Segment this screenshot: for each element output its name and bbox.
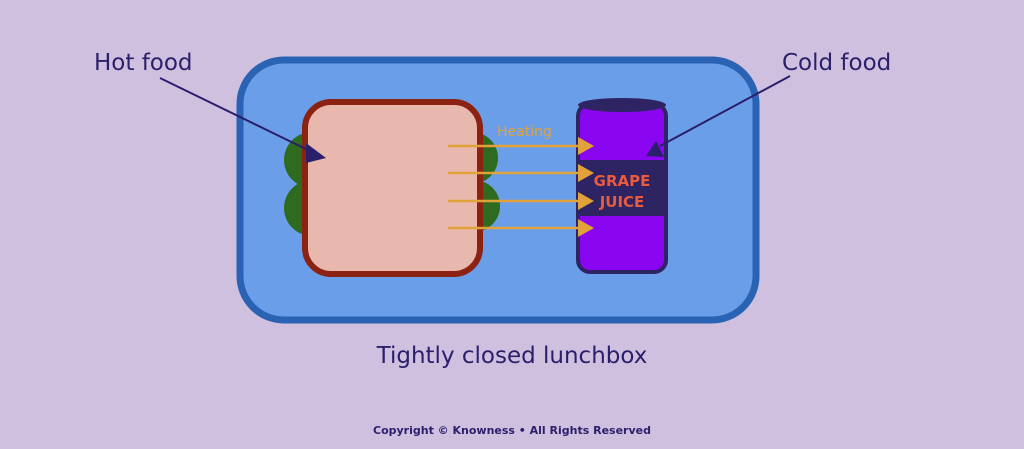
cold-food-pointer: [646, 75, 791, 157]
hot-food-pointer: [159, 77, 326, 163]
hot-food-label: Hot food: [94, 50, 193, 76]
sandwich: [302, 99, 483, 277]
juice-can: GRAPE JUICE: [576, 98, 668, 274]
can-label-band: [578, 160, 666, 216]
copyright-footer: Copyright © Knowness • All Rights Reserv…: [373, 424, 651, 437]
heating-label: Heating: [497, 124, 552, 140]
can-text-grape: GRAPE: [594, 172, 651, 190]
can-text-juice: JUICE: [599, 193, 645, 211]
heat-arrows: [448, 137, 594, 237]
lunchbox-caption: Tightly closed lunchbox: [376, 343, 648, 369]
cold-food-label: Cold food: [782, 50, 891, 76]
